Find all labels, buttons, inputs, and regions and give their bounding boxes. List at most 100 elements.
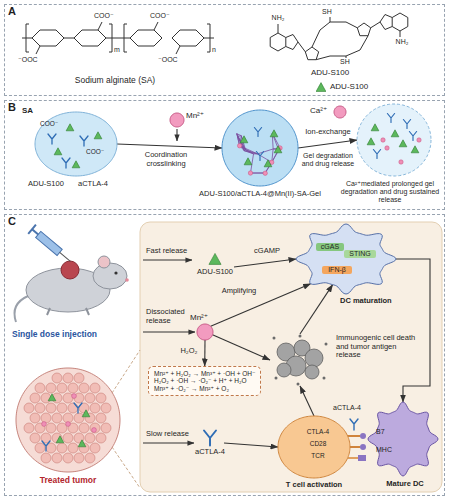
node-text: Mn²⁺ xyxy=(190,313,212,322)
drawing-part xyxy=(360,433,366,439)
tumor-cell xyxy=(30,393,40,403)
drawing-part xyxy=(32,30,64,46)
antibody-symbol xyxy=(409,132,416,141)
ion-dot xyxy=(92,428,97,433)
antibody-symbol xyxy=(62,158,70,168)
tumor-cell xyxy=(30,413,40,423)
drawing-part xyxy=(35,112,117,176)
dying-cell xyxy=(305,365,319,379)
flow-arrow xyxy=(211,284,311,327)
node-shape xyxy=(16,368,120,472)
cell-outline xyxy=(296,224,396,294)
debris-dot xyxy=(325,343,328,346)
drug-triangle xyxy=(316,83,326,92)
adu-s100-structure xyxy=(270,13,408,60)
figure-label: COO⁻ xyxy=(40,120,62,127)
drawing-part xyxy=(357,104,431,176)
tumor-cell xyxy=(41,413,51,423)
node-text: IFN-β xyxy=(322,266,352,274)
ion-dot xyxy=(385,146,389,150)
node-text: B7 xyxy=(376,428,392,436)
edge-label: Coordination crosslinking xyxy=(133,151,199,168)
drawing-part xyxy=(357,23,370,36)
figure-label: Sodium alginate (SA) xyxy=(40,76,190,86)
panel-frame: A xyxy=(4,4,445,96)
tumor-cell xyxy=(68,383,78,393)
drawing-part xyxy=(392,13,408,31)
node-shape xyxy=(170,113,184,127)
drawing-part xyxy=(358,455,366,461)
figure-label: ADU-S100 xyxy=(300,68,360,77)
drawing-part xyxy=(93,263,127,289)
drug-triangle xyxy=(56,436,64,443)
antibody-symbol xyxy=(254,128,261,137)
debris-dot xyxy=(275,377,278,380)
tumor-cell xyxy=(63,393,73,403)
drawing-part xyxy=(98,256,110,268)
drawing-part xyxy=(273,335,328,386)
figure-label: ⁻OOC xyxy=(158,56,182,64)
mature-dendritic-cell: B7MHCMature DC xyxy=(368,402,438,476)
tumor-cell xyxy=(30,433,40,443)
mouse-illustration xyxy=(15,225,129,322)
figure-label: SH xyxy=(322,8,336,16)
flow-arrow xyxy=(234,259,296,267)
node-shape xyxy=(357,104,431,176)
drawing-part xyxy=(305,47,318,60)
figure-label: n xyxy=(212,46,220,54)
tumor-cell xyxy=(57,383,67,393)
tumor-cell xyxy=(90,443,100,453)
node-text: ADU-S100 xyxy=(28,180,74,189)
antibody-symbol xyxy=(256,152,263,161)
drawing-part xyxy=(114,271,117,274)
flow-arrow xyxy=(213,335,270,360)
tumor-cell xyxy=(85,393,95,403)
figure-label: SH xyxy=(340,58,354,66)
flow-arrow xyxy=(300,386,314,416)
cell-outline xyxy=(222,110,298,186)
tumor-circle: Treated tumor xyxy=(16,368,120,472)
tumor-cell xyxy=(63,373,73,383)
cell-outline xyxy=(357,104,431,176)
tumor-cell xyxy=(35,403,45,413)
drawing-part xyxy=(204,431,216,446)
panel-frame: CTreated tumorADU-S100cGASSTINGIFN-βDC m… xyxy=(4,214,445,496)
drawing-part xyxy=(74,30,106,46)
drawing-part xyxy=(16,368,120,472)
tumor-cell xyxy=(63,453,73,463)
antibody-symbol xyxy=(403,120,410,129)
tumor-cell xyxy=(68,403,78,413)
figure-label: NH₂ xyxy=(392,38,412,46)
figure-label: ⁻OOC xyxy=(18,56,42,64)
drawing-part xyxy=(348,457,358,459)
drawing-part xyxy=(278,416,350,478)
tumor-cell xyxy=(46,423,56,433)
node-shape xyxy=(296,224,396,294)
flow-arrow xyxy=(298,140,357,148)
drawing-part xyxy=(222,110,298,186)
flow-arrow xyxy=(224,443,278,447)
edge-label: H₂O₂ xyxy=(178,347,200,356)
tumor-cell xyxy=(35,443,45,453)
tumor-cell xyxy=(52,453,62,463)
drawing-part xyxy=(143,331,195,332)
drawing-part xyxy=(15,296,29,322)
drug-triangle xyxy=(240,136,248,143)
ion-dot xyxy=(42,422,47,427)
reaction-equation: H₂O₂ + ·OH → ·O₂⁻ + H⁺ + H₂O xyxy=(154,377,255,384)
debris-dot xyxy=(273,337,276,340)
drug-triangle xyxy=(209,253,221,264)
node-text: cGAS xyxy=(316,243,344,251)
cell-outline xyxy=(170,113,184,127)
figure-label: Fast release xyxy=(146,247,194,256)
drug-triangle xyxy=(78,440,86,447)
node-text: Mn²⁺ xyxy=(186,111,210,120)
ion-arrow xyxy=(176,129,177,141)
panel-frame: BSAADU-S100aCTLA-4Mn²⁺ADU-S100/aCTLA-4@M… xyxy=(4,100,445,210)
edge-label: Amplifying xyxy=(216,287,262,296)
tumor-cell xyxy=(52,413,62,423)
tumor-cell xyxy=(79,423,89,433)
antibody-symbol xyxy=(373,150,380,159)
drawing-part xyxy=(334,106,346,118)
tumor-cell xyxy=(74,413,84,423)
